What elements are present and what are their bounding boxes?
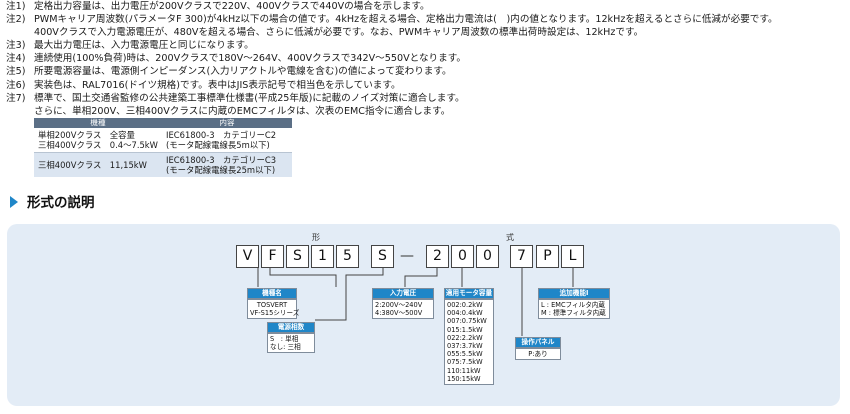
code-char-box: 5 <box>336 245 359 268</box>
series-box-body: TOSVERT VF-S15シリーズ <box>247 299 299 320</box>
kata-label: 形 <box>312 233 320 242</box>
code-char-box: 0 <box>476 245 499 268</box>
note-text-continued: さらに、単相200V、三相400Vクラスに内蔵のEMCフィルタは、次表のEMC指… <box>34 105 451 117</box>
code-char-box: P <box>536 245 559 268</box>
phase-box-label: 電源相数 <box>267 322 315 333</box>
voltage-box-body: 2:200V～240V 4:380V～500V <box>372 299 434 320</box>
panel-box-label: 操作パネル <box>515 337 561 348</box>
note-item: 注4) 連続使用(100%負荷)時は、200Vクラスで180V～264V、400V… <box>6 52 846 65</box>
table-cell-model: 三相400Vクラス 11,15kW <box>34 152 162 177</box>
code-char-box: S <box>286 245 309 268</box>
code-char-box: 0 <box>451 245 474 268</box>
table-cell-content: IEC61800-3 カテゴリーC2 (モータ配線電線長5m以下) <box>162 128 292 153</box>
code-char-box: V <box>236 245 259 268</box>
triangle-bullet-icon <box>10 196 18 208</box>
note-number: 注6) <box>6 79 26 91</box>
motor-box-label: 適用モータ容量 <box>444 288 494 299</box>
code-char-box: 1 <box>311 245 334 268</box>
note-item: 注6) 実装色は、RAL7016(ドイツ規格)です。表中はJIS表示記号で相当色を… <box>6 79 846 92</box>
table-cell-content: IEC61800-3 カテゴリーC3 (モータ配線電線長25m以下) <box>162 152 292 177</box>
code-dash: — <box>400 248 414 264</box>
note-item: 注1) 定格出力容量は、出力電圧が200Vクラスで220V、400Vクラスで440… <box>6 0 846 13</box>
motor-box-body: 002:0.2kW 004:0.4kW 007:0.75kW 015:1.5kW… <box>444 299 494 386</box>
note-text: 定格出力容量は、出力電圧が200Vクラスで220V、400Vクラスで440Vの場… <box>34 1 430 12</box>
code-char-box: L <box>561 245 584 268</box>
function-box-body: L : EMCフィルタ内蔵 M : 標準フィルタ内蔵 <box>538 299 610 320</box>
note-text-continued: 400Vクラスで入力電源電圧が、480Vを超える場合、さらに低減が必要です。なお… <box>34 27 644 39</box>
note-text: 最大出力電圧は、入力電源電圧と同じになります。 <box>34 40 254 52</box>
note-number: 注4) <box>6 53 26 65</box>
emc-table-header-model: 機種 <box>34 118 162 128</box>
code-char-box: 2 <box>426 245 449 268</box>
function-box-label: 追加機能I <box>538 288 610 299</box>
code-char-box: S <box>371 245 394 268</box>
phase-box-body: S : 単相 なし: 三相 <box>267 333 315 354</box>
note-number: 注5) <box>6 66 26 78</box>
shiki-label: 式 <box>506 233 514 242</box>
note-text: 標準で、国土交通省監修の公共建築工事標準仕様書(平成25年版)に記載のノイズ対策… <box>34 92 465 104</box>
emc-table: 機種 内容 単相200Vクラス 全容量 三相400Vクラス 0.4～7.5kW … <box>34 118 292 177</box>
note-item: 注7) 標準で、国土交通省監修の公共建築工事標準仕様書(平成25年版)に記載のノイ… <box>6 92 846 105</box>
note-text: 実装色は、RAL7016(ドイツ規格)です。表中はJIS表示記号で相当色を示して… <box>34 79 401 91</box>
series-box-label: 機種名 <box>247 288 297 299</box>
note-text: 所要電源容量は、電源側インピーダンス(入力リアクトルや電線を含む)の値によって変… <box>34 66 452 78</box>
note-number: 注7) <box>6 92 26 104</box>
note-text: 連続使用(100%負荷)時は、200Vクラスで180V～264V、400Vクラス… <box>34 53 466 65</box>
emc-table-header-content: 内容 <box>162 118 292 128</box>
note-item: 注5) 所要電源容量は、電源側インピーダンス(入力リアクトルや電線を含む)の値によ… <box>6 65 846 78</box>
code-char-box: 7 <box>510 245 533 268</box>
note-text: PWMキャリア周波数(パラメータF 300)が4kHz以下の場合の値です。4kH… <box>34 14 778 26</box>
voltage-box-label: 入力電圧 <box>372 288 434 299</box>
note-number: 注3) <box>6 40 26 52</box>
panel-box-body: P:あり <box>515 348 561 361</box>
section-title: 形式の説明 <box>10 191 95 211</box>
note-item: 注3) 最大出力電圧は、入力電源電圧と同じになります。 <box>6 39 846 52</box>
note-item: 注2) PWMキャリア周波数(パラメータF 300)が4kHz以下の場合の値です。… <box>6 13 846 26</box>
code-char-box: F <box>261 245 284 268</box>
table-cell-model: 単相200Vクラス 全容量 三相400Vクラス 0.4～7.5kW <box>34 128 162 153</box>
table-row: 三相400Vクラス 11,15kW IEC61800-3 カテゴリーC3 (モー… <box>34 152 292 177</box>
table-row: 単相200Vクラス 全容量 三相400Vクラス 0.4～7.5kW IEC618… <box>34 128 292 153</box>
note-number: 注2) <box>6 14 26 26</box>
note-number: 注1) <box>6 1 26 12</box>
notes-list: 注1) 定格出力容量は、出力電圧が200Vクラスで220V、400Vクラスで440… <box>6 0 846 118</box>
